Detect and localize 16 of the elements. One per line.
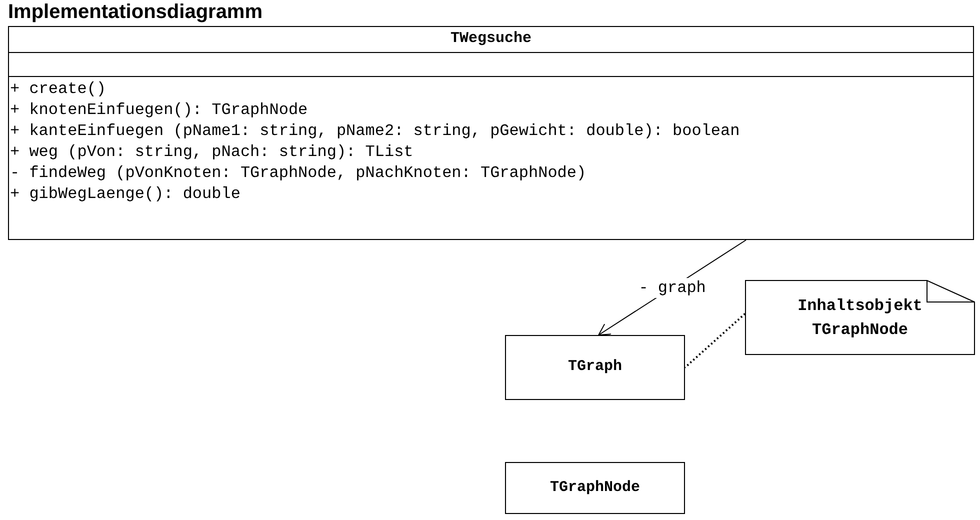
- class-name: TGraph: [568, 357, 622, 378]
- note-box: [745, 280, 975, 355]
- class-box: [8, 26, 974, 240]
- class-name: TWegsuche: [450, 29, 532, 50]
- class-box: [505, 335, 685, 400]
- method-signature: + create(): [10, 79, 108, 100]
- note-text: Inhaltsobjekt TGraphNode: [796, 296, 924, 340]
- class-box: [505, 462, 685, 514]
- dotted-connector: [684, 313, 746, 368]
- method-signature: + weg (pVon: string, pNach: string): TList: [10, 142, 414, 163]
- method-signature: + knotenEinfuegen(): TGraphNode: [10, 100, 309, 121]
- diagram-title: Implementationsdiagramm: [8, 0, 263, 24]
- method-signature: - findeWeg (pVonKnoten: TGraphNode, pNachKnoten: TGraphNode): [10, 163, 588, 184]
- method-signature: + kanteEinfuegen (pName1: string, pName2: string, pGewicht: double): boolean: [10, 121, 741, 142]
- method-signature: + gibWegLaenge(): double: [10, 184, 242, 205]
- class-name: TGraphNode: [550, 478, 640, 498]
